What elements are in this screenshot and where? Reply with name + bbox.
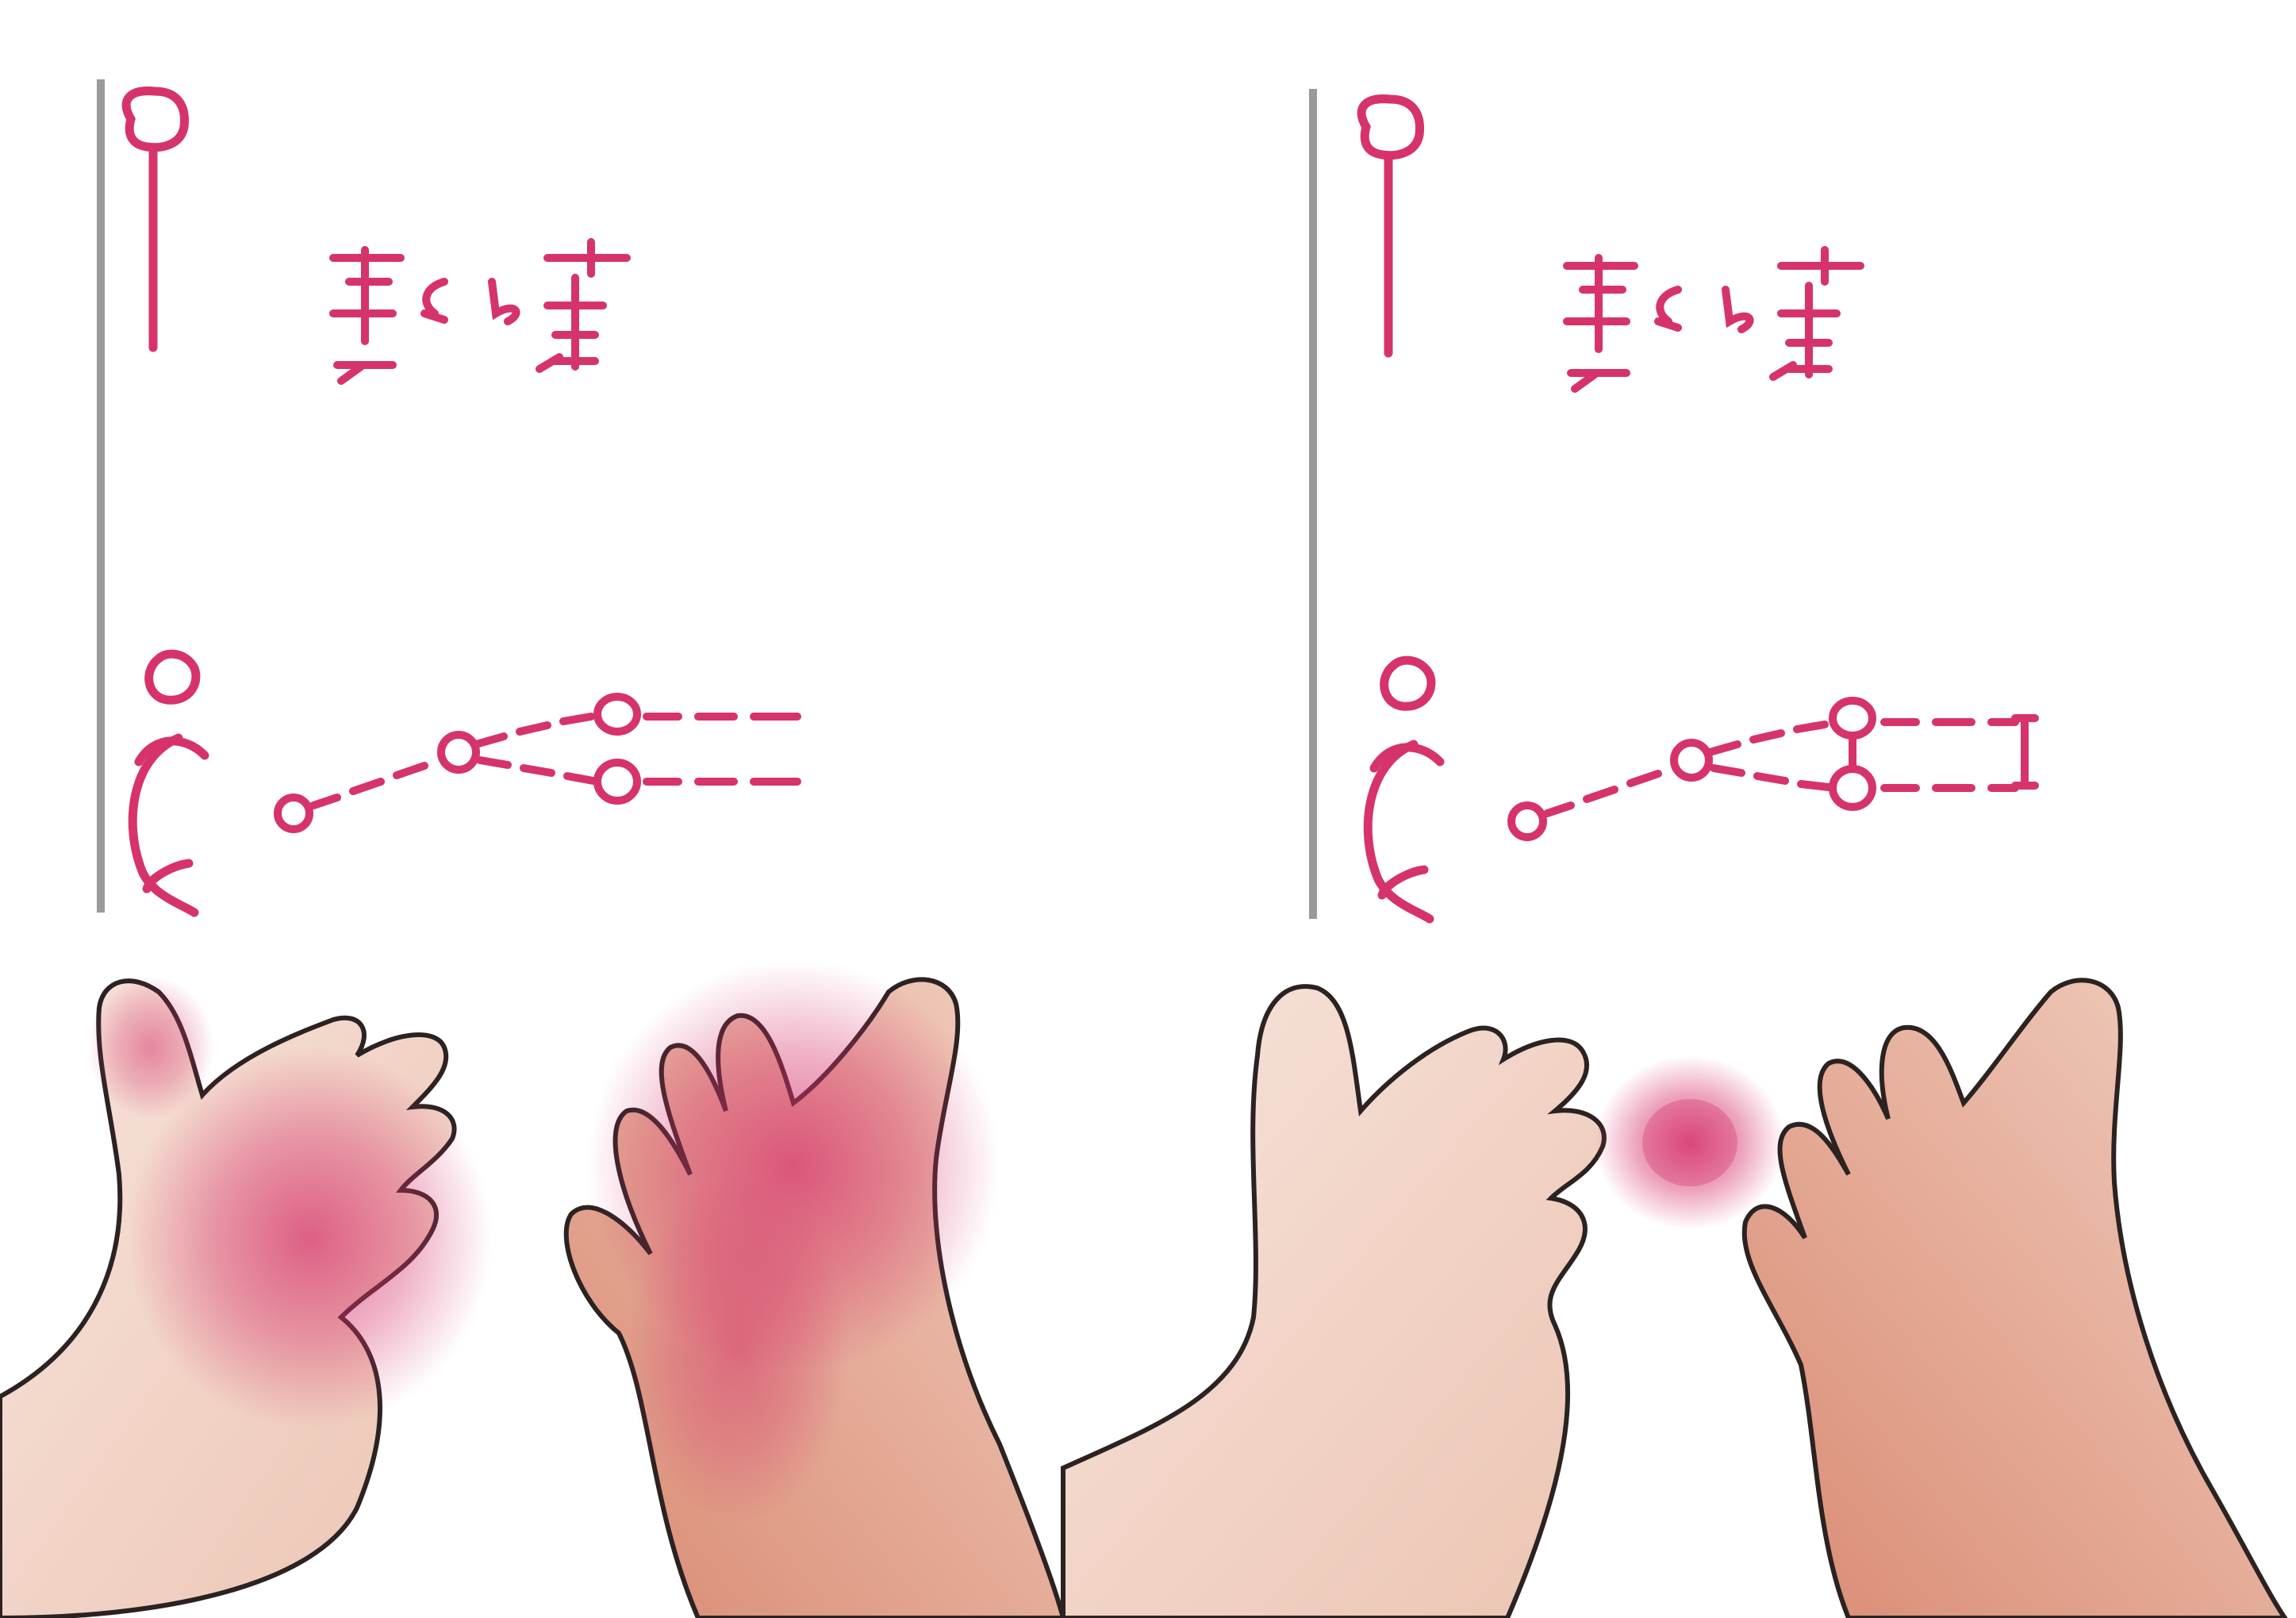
dotted-contour (274, 693, 641, 833)
chord-markings (1563, 246, 1864, 393)
dotted-contour (1507, 697, 1876, 841)
clef-like-symbol (128, 649, 209, 917)
chord-markings (329, 238, 631, 385)
right-panel (1061, 85, 2288, 1618)
energy-glow (1595, 1055, 1785, 1230)
left-panel (0, 75, 1066, 1618)
lower-staff (99, 647, 952, 917)
lower-staff (1311, 653, 2174, 923)
held-dashes (1880, 718, 2019, 792)
upper-staff (99, 75, 952, 345)
upper-staff (1311, 85, 2174, 353)
right-hand-1 (1061, 984, 1607, 1618)
open-head-symbol (121, 86, 189, 352)
held-dashes (643, 713, 801, 786)
end-bar (2011, 714, 2039, 790)
right-hand-2 (1741, 978, 2288, 1618)
left-hand-1 (0, 976, 492, 1618)
left-hand-2 (563, 960, 1066, 1618)
open-head-symbol (1357, 94, 1424, 358)
clef-like-symbol (1363, 655, 1445, 924)
